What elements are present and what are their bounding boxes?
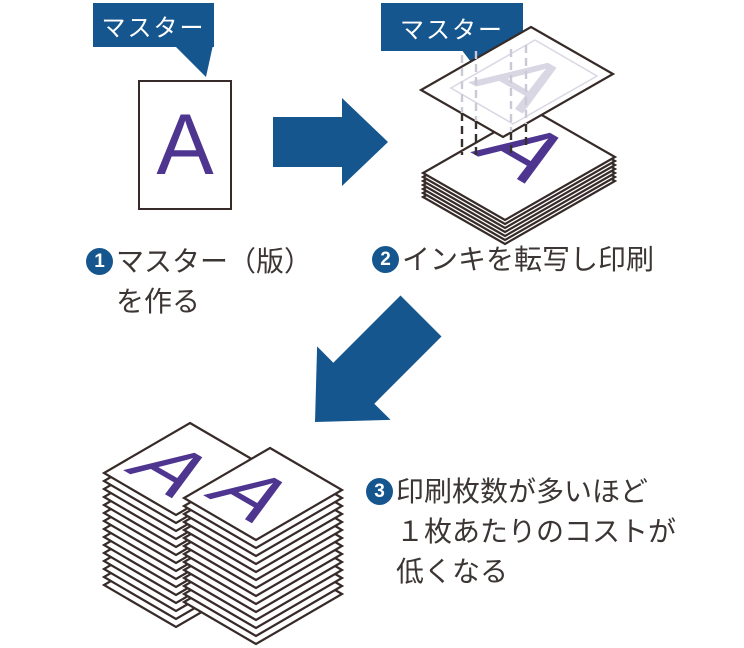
step-3-number-badge: 3	[366, 478, 393, 505]
step-1-line-2: を作る	[116, 286, 201, 317]
master-callout-1: マスター	[93, 3, 214, 47]
master-film-sheet	[418, 25, 616, 139]
stack-sheet	[420, 108, 618, 222]
master-callout-1-label: マスター	[101, 14, 206, 42]
master-sheet: A	[138, 80, 232, 210]
step-2-text: インキを転写し印刷	[402, 240, 654, 280]
step-3-caption: 3 印刷枚数が多いほど １枚あたりのコストが 低くなる	[366, 472, 676, 592]
step-2-caption: 2 インキを転写し印刷	[372, 240, 654, 280]
master-film-image-area	[449, 39, 599, 125]
step-3-line-3: 低くなる	[396, 556, 509, 587]
ink-transfer-illustration: A A	[418, 25, 618, 246]
stack-sheet	[101, 421, 265, 517]
arrow-down-left-icon	[315, 295, 442, 422]
master-callout-2-label: マスター	[400, 16, 504, 44]
step-2-line-1: インキを転写し印刷	[402, 244, 655, 275]
step-3-line-2: １枚あたりのコストが	[396, 516, 677, 547]
step-2-number-badge: 2	[372, 246, 399, 273]
arrow-right-icon	[273, 98, 388, 186]
master-callout-2: マスター	[381, 3, 523, 51]
master-callout-1-tail	[174, 45, 213, 77]
arrow-right-shape	[273, 98, 388, 186]
step-1-number-badge: 1	[86, 248, 113, 275]
master-sheet-letter: A	[156, 97, 214, 193]
step-3-line-1: 印刷枚数が多いほど	[396, 476, 649, 507]
stack-sheet	[181, 446, 345, 542]
step-1-caption: 1 マスター（版） を作る	[86, 242, 312, 322]
arrow-down-left-shape	[315, 295, 442, 422]
printed-stacks-illustration: A A	[101, 421, 345, 646]
step-3-text: 印刷枚数が多いほど １枚あたりのコストが 低くなる	[396, 472, 676, 592]
step-1-line-1: マスター（版）	[116, 246, 313, 277]
step-1-text: マスター（版） を作る	[116, 242, 312, 322]
